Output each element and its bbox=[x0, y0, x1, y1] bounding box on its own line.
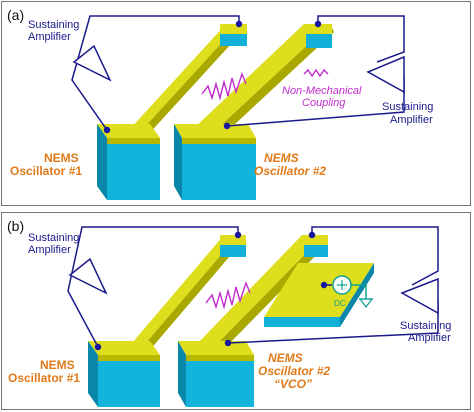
osc2-line1: NEMS bbox=[264, 151, 299, 165]
anchor-2-edge bbox=[182, 138, 256, 144]
anchor-1b-edge bbox=[98, 355, 160, 361]
beam-1-side bbox=[142, 24, 242, 138]
beam-2b-tip bbox=[304, 235, 328, 245]
amp-right-line1: Sustaining bbox=[382, 101, 433, 113]
beam-1b-top bbox=[132, 235, 238, 343]
panel-a: (a) Sustaining Amplifier Sustaining Ampl… bbox=[1, 1, 471, 206]
coupling-line1: Non-Mechanical bbox=[282, 85, 362, 97]
coupling-legend-spring bbox=[303, 68, 329, 78]
amplifier-right-symbol-b bbox=[400, 277, 439, 315]
panel-b: DC (b) Sustaining Amplifier Sustaining A… bbox=[1, 212, 471, 410]
amp-left-line2: Amplifier bbox=[28, 31, 71, 43]
beam-1b-tip-front bbox=[220, 245, 246, 257]
oscillator-1-structure bbox=[97, 24, 247, 200]
osc1-line1: NEMS bbox=[44, 151, 79, 165]
electrode-front bbox=[264, 317, 340, 327]
anchor-1-top bbox=[97, 124, 160, 138]
anchor-1b-top bbox=[88, 341, 160, 355]
panel-a-diagram: (a) Sustaining Amplifier Sustaining Ampl… bbox=[7, 7, 433, 200]
amp-left-line1: Sustaining bbox=[28, 19, 79, 31]
anchor-2b-top bbox=[178, 341, 254, 355]
anchor-1b-side bbox=[88, 341, 98, 407]
electrode-side bbox=[340, 263, 374, 327]
contact-nodes-b bbox=[94, 231, 328, 351]
coupling-spring-b bbox=[205, 280, 251, 310]
anchor-2-front bbox=[182, 138, 256, 200]
contact-nodes bbox=[103, 20, 322, 134]
anchor-1-side-left bbox=[97, 124, 107, 200]
osc2-b-line1: NEMS bbox=[268, 351, 303, 365]
amplifier-left-symbol bbox=[72, 44, 112, 82]
beam-2-tip bbox=[306, 24, 332, 34]
anchor-1-front bbox=[107, 138, 160, 200]
osc1-line2: Oscillator #1 bbox=[10, 164, 82, 178]
coupling-spring bbox=[201, 71, 247, 101]
panel-a-tag: (a) bbox=[7, 7, 24, 23]
beam-1b-side bbox=[146, 235, 241, 351]
beam-2-top bbox=[192, 24, 330, 130]
anchor-2-side-left bbox=[174, 124, 182, 200]
oscillator-1-structure-b bbox=[88, 235, 246, 407]
panel-b-diagram: DC (b) Sustaining Amplifier Sustaining A… bbox=[7, 218, 451, 407]
osc1-b-line1: NEMS bbox=[40, 358, 75, 372]
amp-right-b-line2: Amplifier bbox=[408, 332, 451, 344]
oscillator-2-structure bbox=[174, 24, 334, 200]
amplifier-right-symbol bbox=[366, 55, 405, 94]
beam-1b-tip bbox=[220, 235, 246, 245]
amplifier-left-symbol-b bbox=[68, 257, 108, 295]
coupling-line2: Coupling bbox=[302, 97, 346, 109]
osc2-b-line2: Oscillator #2 bbox=[258, 364, 330, 378]
anchor-2-top bbox=[174, 124, 256, 138]
dc-label: DC bbox=[334, 299, 346, 308]
anchor-2b-front bbox=[186, 355, 254, 407]
beam-1-tip bbox=[220, 24, 247, 34]
dc-source: DC bbox=[324, 275, 373, 308]
beam-1-tip-front bbox=[220, 34, 247, 46]
anchor-1b-front bbox=[98, 355, 160, 407]
osc1-b-line2: Oscillator #1 bbox=[8, 371, 80, 385]
anchor-2b-side bbox=[178, 341, 186, 407]
beam-2b-tip-front bbox=[304, 245, 328, 257]
osc2-b-line3: “VCO” bbox=[274, 377, 312, 391]
anchor-1-edge bbox=[107, 138, 160, 144]
amp-left-b-line1: Sustaining bbox=[28, 232, 79, 244]
beam-2-side bbox=[216, 24, 334, 138]
osc2-line2: Oscillator #2 bbox=[254, 164, 326, 178]
beam-2b-top bbox=[198, 235, 324, 343]
beam-2-tip-front bbox=[306, 34, 332, 48]
anchor-2b-edge bbox=[186, 355, 254, 361]
beam-1-top bbox=[129, 24, 239, 130]
amp-right-b-line1: Sustaining bbox=[400, 320, 451, 332]
amp-left-b-line2: Amplifier bbox=[28, 244, 71, 256]
amp-right-line2: Amplifier bbox=[390, 114, 433, 126]
panel-b-tag: (b) bbox=[7, 218, 24, 234]
